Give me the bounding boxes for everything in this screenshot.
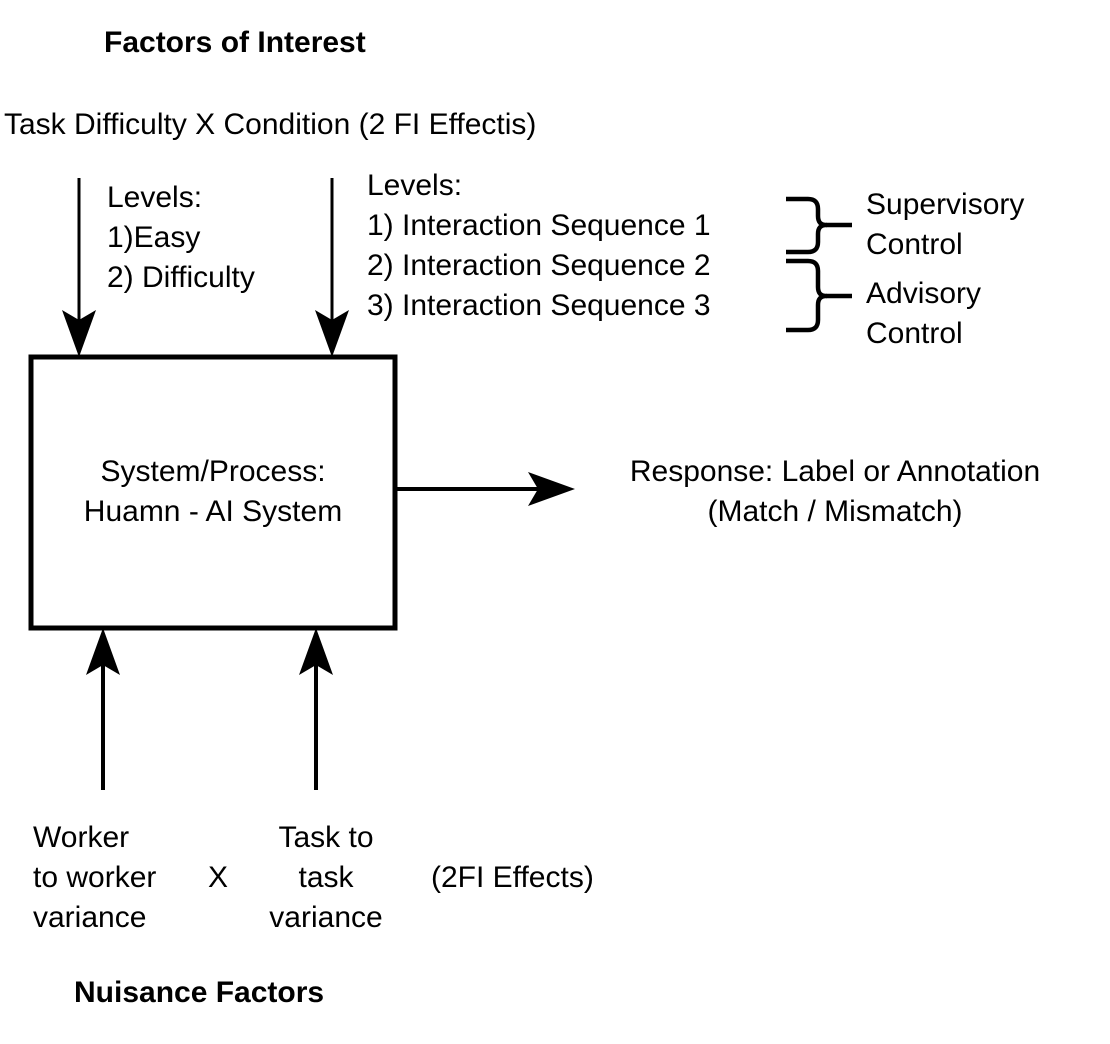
arrow-task-difficulty [62, 178, 96, 357]
brace-advisory [786, 258, 852, 333]
arrow-task-variance [299, 628, 333, 790]
nuisance-operator-label: X [208, 861, 229, 894]
arrow-condition [315, 178, 349, 357]
page-title-nuisance-factors: Nuisance Factors [74, 976, 325, 1009]
brace-label-advisory-control: Advisory Control [866, 277, 982, 350]
factors-line: Task Difficulty X Condition (2 FI Effect… [4, 108, 537, 141]
brace-label-supervisory-control: Supervisory Control [866, 188, 1025, 261]
brace-supervisory [786, 196, 852, 255]
page-title-factors-of-interest: Factors of Interest [104, 26, 366, 59]
response-label: Response: Label or Annotation (Match / M… [629, 455, 1041, 528]
nuisance-task-variance-label: Task to task variance [269, 821, 383, 934]
arrow-response-output [395, 472, 575, 506]
nuisance-worker-variance-label: Worker to worker variance [33, 821, 157, 934]
right-levels-block: Levels: 1) Interaction Sequence 1 2) Int… [367, 169, 711, 322]
left-levels-block: Levels: 1)Easy 2) Difficulty [107, 181, 255, 294]
arrow-worker-variance [86, 628, 120, 790]
process-box-label: System/Process: Huamn - AI System [83, 455, 343, 528]
nuisance-effects-label: (2FI Effects) [431, 861, 594, 894]
